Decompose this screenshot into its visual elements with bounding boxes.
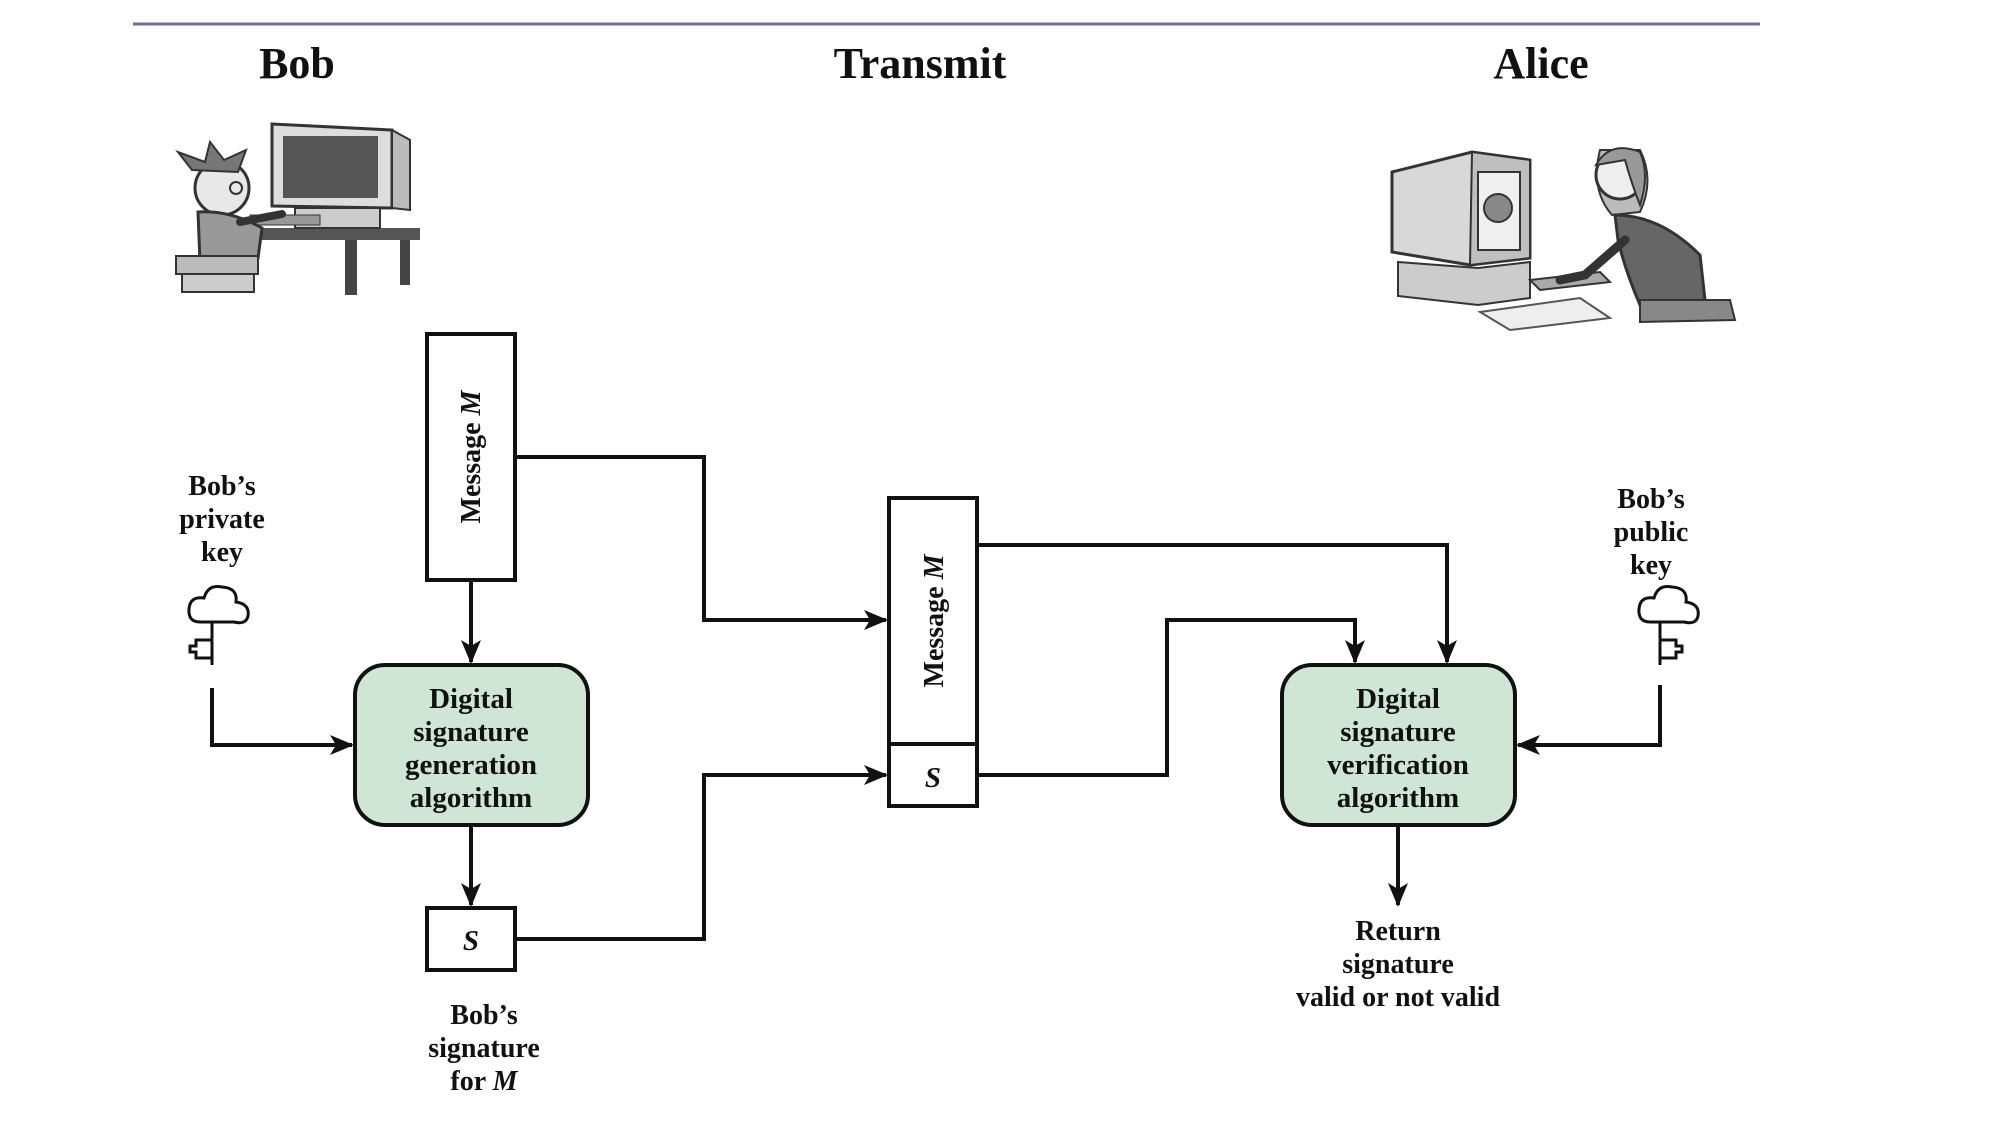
transmit-message-label: Message M: [919, 553, 950, 687]
public-key-icon: [1637, 585, 1700, 665]
public-key-label-2: public: [1614, 517, 1689, 548]
private-key-label-1: Bob’s: [188, 471, 256, 502]
private-key-icon: [187, 585, 250, 665]
result-line-1: Return: [1355, 916, 1441, 947]
bob-signature-box: [425, 906, 517, 972]
arrow-transmit-signature-to-verification: [977, 618, 1365, 777]
arrow-private-key-to-generation: [210, 688, 354, 755]
generation-line-1: Digital: [429, 683, 513, 715]
arrow-signature-to-transmit: [515, 765, 888, 941]
private-key-label-3: key: [201, 537, 243, 568]
result-line-3: valid or not valid: [1296, 982, 1501, 1013]
arrow-message-to-transmit: [515, 455, 888, 630]
bob-heading: Bob: [259, 39, 335, 88]
bob-at-computer-icon: [175, 122, 420, 295]
signature-caption-2: signature: [428, 1033, 540, 1064]
generation-line-2: signature: [413, 716, 529, 748]
public-key-label-1: Bob’s: [1617, 484, 1685, 515]
alice-heading: Alice: [1493, 39, 1588, 88]
generation-line-4: algorithm: [410, 782, 532, 814]
private-key-label-2: private: [179, 504, 265, 535]
transmit-heading: Transmit: [834, 39, 1007, 88]
verification-line-3: verification: [1327, 749, 1469, 781]
verification-line-2: signature: [1340, 716, 1456, 748]
generation-line-3: generation: [405, 749, 537, 781]
verification-line-1: Digital: [1356, 683, 1440, 715]
signature-caption-1: Bob’s: [450, 1000, 518, 1031]
arrow-public-key-to-verification: [1516, 685, 1662, 755]
transmit-message-box: [887, 496, 979, 746]
transmit-signature-symbol: S: [925, 762, 941, 794]
bob-signature-symbol: S: [463, 925, 479, 957]
verification-line-4: algorithm: [1337, 782, 1459, 814]
public-key-label-3: key: [1630, 550, 1672, 581]
result-line-2: signature: [1342, 949, 1454, 980]
arrow-transmit-message-to-verification: [977, 543, 1457, 664]
bob-message-label: Message M: [456, 389, 487, 523]
alice-at-computer-icon: [1390, 147, 1737, 332]
signature-caption-3: for M: [450, 1066, 518, 1097]
